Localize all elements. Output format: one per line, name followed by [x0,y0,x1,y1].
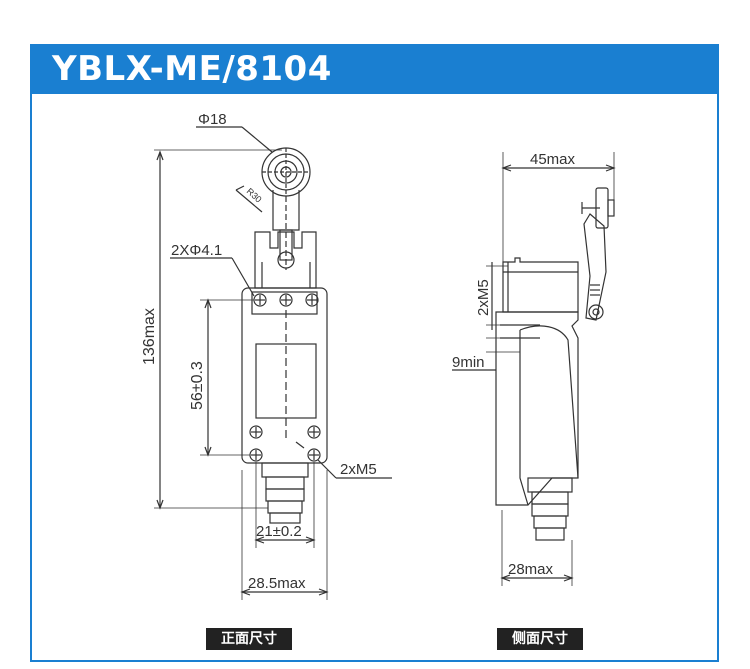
dim-thread-side: 2xM5 [475,279,492,316]
product-title: YBLX-ME/8104 [52,49,332,89]
side-view [452,152,616,586]
dim-width: 28.5max [248,575,306,592]
side-view-caption: 侧面尺寸 [497,628,583,650]
dim-depth-bottom: 28max [508,561,554,578]
front-view-caption: 正面尺寸 [206,628,292,650]
dim-hole-spacing-h: 21±0.2 [256,523,302,540]
dim-depth-top: 45max [530,151,576,168]
dim-roller-diameter: Φ18 [198,111,227,128]
dim-overall-height: 136max [141,308,158,365]
title-bar: YBLX-ME/8104 [30,44,719,94]
front-view [154,126,392,600]
dim-radius: R30 [245,186,264,204]
dim-thread-front: 2xM5 [340,461,377,478]
dim-hole-spacing-v: 56±0.3 [189,361,206,410]
dim-holes: 2XΦ4.1 [171,242,222,259]
dim-min-gap: 9min [452,354,485,371]
diagram-frame [30,44,719,662]
